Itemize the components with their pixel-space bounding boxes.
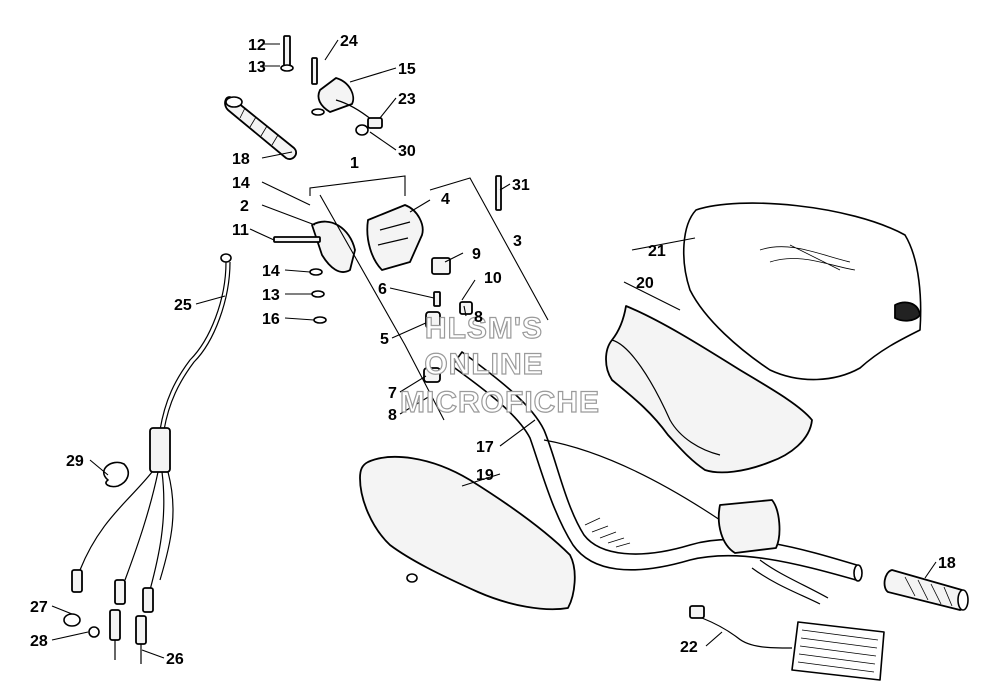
callout-29: 29 (66, 453, 84, 470)
callout-7: 7 (388, 385, 397, 402)
left-grip-part (224, 96, 298, 160)
grip-heater-part (689, 605, 885, 681)
callout-18-right: 18 (938, 555, 956, 572)
callout-17: 17 (476, 439, 494, 456)
callout-16: 16 (262, 311, 280, 328)
callout-19: 19 (476, 467, 494, 484)
watermark: HLSM'S ONLINE MICROFICHE (399, 311, 600, 419)
callout-27: 27 (30, 599, 48, 616)
callout-6: 6 (378, 281, 387, 298)
callout-8-upper: 8 (474, 309, 483, 326)
callout-20: 20 (636, 275, 654, 292)
callout-4: 4 (441, 191, 450, 208)
leader-lines (51, 39, 937, 659)
callout-11: 11 (232, 222, 249, 239)
right-control-part (717, 499, 829, 605)
callout-18-left: 18 (232, 151, 250, 168)
callout-2: 2 (240, 198, 249, 215)
callout-24: 24 (340, 33, 358, 50)
switch-housing-part (311, 220, 356, 273)
callout-labels: 12 13 24 15 23 30 18 1 14 2 11 14 13 16 … (30, 33, 956, 668)
callout-23: 23 (398, 91, 416, 108)
watermark-line-2: ONLINE (424, 348, 543, 381)
callout-9: 9 (472, 246, 481, 263)
callout-1: 1 (350, 155, 359, 172)
throttle-housing-part (366, 204, 424, 271)
right-grip-part (883, 569, 969, 611)
callout-3: 3 (513, 233, 522, 250)
callout-13: 13 (248, 59, 266, 76)
throttle-lever-part (317, 77, 383, 129)
watermark-line-1: HLSM'S (425, 312, 543, 345)
callout-31: 31 (512, 177, 530, 194)
callout-14-lower: 14 (262, 263, 280, 280)
callout-14-upper: 14 (232, 175, 250, 192)
assembly-brackets (309, 175, 549, 421)
callout-22: 22 (680, 639, 698, 656)
callout-26: 26 (166, 651, 184, 668)
handlebar-cover-part (682, 202, 922, 381)
callout-30: 30 (398, 143, 416, 160)
callout-10: 10 (484, 270, 502, 287)
callout-15: 15 (398, 61, 416, 78)
callout-13-lower: 13 (262, 287, 280, 304)
callout-5: 5 (380, 331, 389, 348)
callout-12: 12 (248, 37, 266, 54)
handlebar-pad-part (605, 305, 813, 474)
callout-21: 21 (648, 243, 666, 260)
handlebar-part (451, 351, 863, 582)
wiring-harness-part (63, 261, 231, 664)
front-cover-part (359, 456, 576, 611)
callout-25: 25 (174, 297, 192, 314)
callout-8-lower: 8 (388, 407, 397, 424)
callout-28: 28 (30, 633, 48, 650)
clamp-ring-part (102, 461, 130, 488)
watermark-line-3: MICROFICHE (400, 386, 600, 419)
